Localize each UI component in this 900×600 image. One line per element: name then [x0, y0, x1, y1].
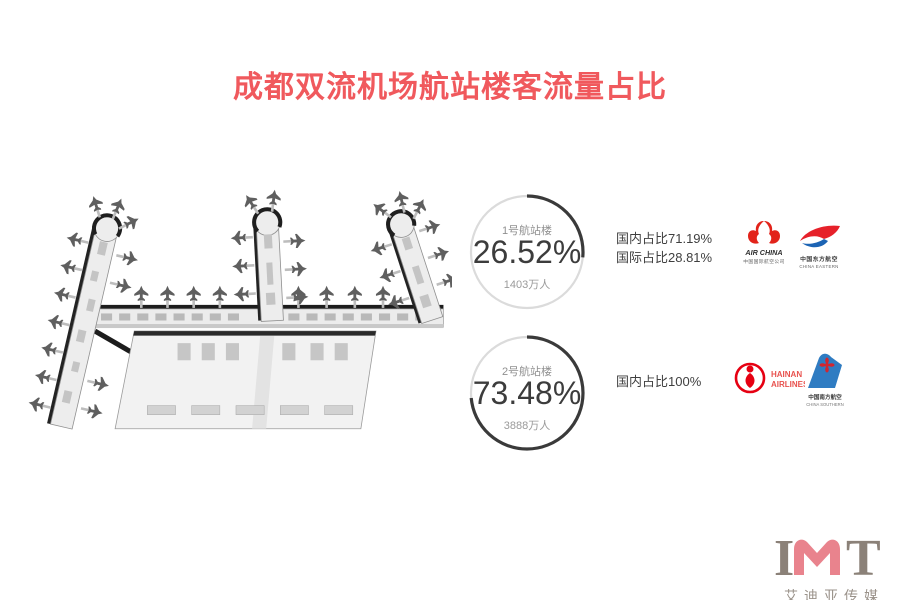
china-eastern-logo: 中国东方航空 CHINA EASTERN: [794, 224, 844, 274]
terminal-pier-center: [228, 187, 309, 322]
imt-company-name: 艾迪亚传媒: [784, 588, 884, 600]
terminal2-passengers: 3888万人: [503, 420, 551, 432]
china-southern-blossom-icon: [819, 357, 835, 373]
air-china-cn-text: 中国国际航空公司: [743, 258, 785, 265]
china-eastern-swallow-icon: [800, 225, 840, 248]
china-southern-tailfin-icon: [808, 353, 842, 388]
imt-brand-footer: I T 艾迪亚传媒: [768, 527, 894, 600]
terminal1-international-share: 国际占比28.81%: [616, 250, 713, 265]
air-china-wordmark: AIR CHINA: [744, 248, 782, 257]
imt-logo: I T: [774, 530, 881, 587]
terminal1-label: 1号航站楼: [501, 225, 553, 237]
terminal1-donut-ring: [469, 194, 585, 310]
terminal1-donut: 1号航站楼 26.52% 1403万人: [462, 187, 592, 317]
china-southern-wordmark: CHINA SOUTHERN: [806, 402, 843, 407]
airport-terminal-map: [28, 180, 452, 430]
terminal1-passengers: 1403万人: [503, 279, 551, 291]
terminal2-donut: 2号航站楼 73.48% 3888万人: [462, 328, 592, 458]
terminal2-donut-ring: [469, 335, 585, 451]
imt-letter-t: T: [846, 530, 881, 579]
terminal-building: [93, 328, 377, 430]
terminal1-domestic-share: 国内占比71.19%: [616, 231, 713, 246]
hainan-wordmark-line1: HAINAN: [771, 370, 802, 379]
air-china-logo: AIR CHINA 中国国际航空公司: [738, 220, 790, 272]
terminal-pier-left: [28, 187, 151, 430]
terminal1-notes: 国内占比71.19% 国际占比28.81%: [616, 229, 712, 267]
terminal2-percent: 73.48%: [472, 375, 582, 411]
imt-heart-m-glyph: [794, 539, 840, 575]
terminal2-domestic-share: 国内占比100%: [616, 374, 702, 389]
terminal-pier-right: [356, 182, 452, 325]
china-southern-logo: 中国南方航空 CHINA SOUTHERN: [802, 352, 848, 410]
china-eastern-cn-text: 中国东方航空: [800, 255, 838, 263]
hainan-emblem-icon: [734, 362, 766, 394]
hainan-airlines-logo: HAINAN AIRLINES: [733, 358, 805, 402]
terminal1-percent: 26.52%: [472, 234, 582, 270]
china-eastern-wordmark: CHINA EASTERN: [799, 264, 838, 269]
terminal2-label: 2号航站楼: [501, 366, 553, 378]
imt-letter-i: I: [774, 530, 794, 579]
page-title: 成都双流机场航站楼客流量占比: [233, 71, 667, 104]
china-southern-cn-text: 中国南方航空: [808, 393, 842, 401]
hainan-wordmark-line2: AIRLINES: [771, 380, 805, 389]
air-china-phoenix-icon: [748, 221, 780, 244]
terminal2-notes: 国内占比100%: [616, 372, 701, 391]
